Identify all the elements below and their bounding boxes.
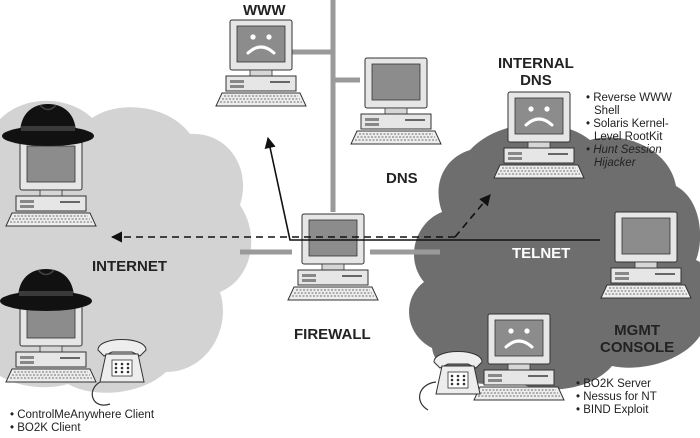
mgmt-console-label-line1: MGMT (614, 322, 660, 339)
internal-dns-notes: Reverse WWW Shell Solaris Kernel-Level R… (586, 92, 690, 170)
mgmt-console-label-line2: CONSOLE (600, 339, 675, 356)
internal-dns-label: INTERNAL DNS (498, 55, 574, 89)
firewall-label: FIREWALL (294, 326, 371, 343)
internal-dns-label-line1: INTERNAL (498, 55, 574, 72)
internal-cloud (409, 123, 700, 390)
mgmt-server-computer (473, 313, 565, 401)
note-item: BIND Exploit (576, 404, 696, 417)
note-item: Hunt Session Hijacker (586, 144, 690, 170)
note-item: ControlMeAnywhere Client (10, 409, 210, 422)
attack-arrows (110, 136, 600, 243)
telnet-label: TELNET (512, 245, 571, 262)
dns-label: DNS (386, 170, 418, 187)
www-server-computer (215, 19, 307, 107)
note-item: Solaris Kernel-Level RootKit (586, 118, 690, 144)
attacker-computer-1 (5, 139, 97, 227)
internal-dns-label-line2: DNS (520, 72, 552, 89)
note-item: Reverse WWW Shell (586, 92, 690, 118)
mgmt-console-label: MGMT CONSOLE (600, 322, 674, 356)
www-label: WWW (243, 2, 286, 19)
note-item: BO2K Client (10, 422, 210, 435)
mgmt-notes: BO2K Server Nessus for NT BIND Exploit (576, 378, 696, 417)
dns-server-computer (350, 57, 442, 145)
note-item: Nessus for NT (576, 391, 696, 404)
attacker-notes: ControlMeAnywhere Client BO2K Client (10, 409, 210, 435)
internal-dns-computer (493, 91, 585, 179)
telephone-icon (419, 351, 483, 411)
internet-label: INTERNET (92, 258, 167, 275)
note-item: BO2K Server (576, 378, 696, 391)
firewall-computer (287, 213, 379, 301)
mgmt-console-computer (600, 211, 692, 299)
telephone-icon (91, 339, 147, 406)
